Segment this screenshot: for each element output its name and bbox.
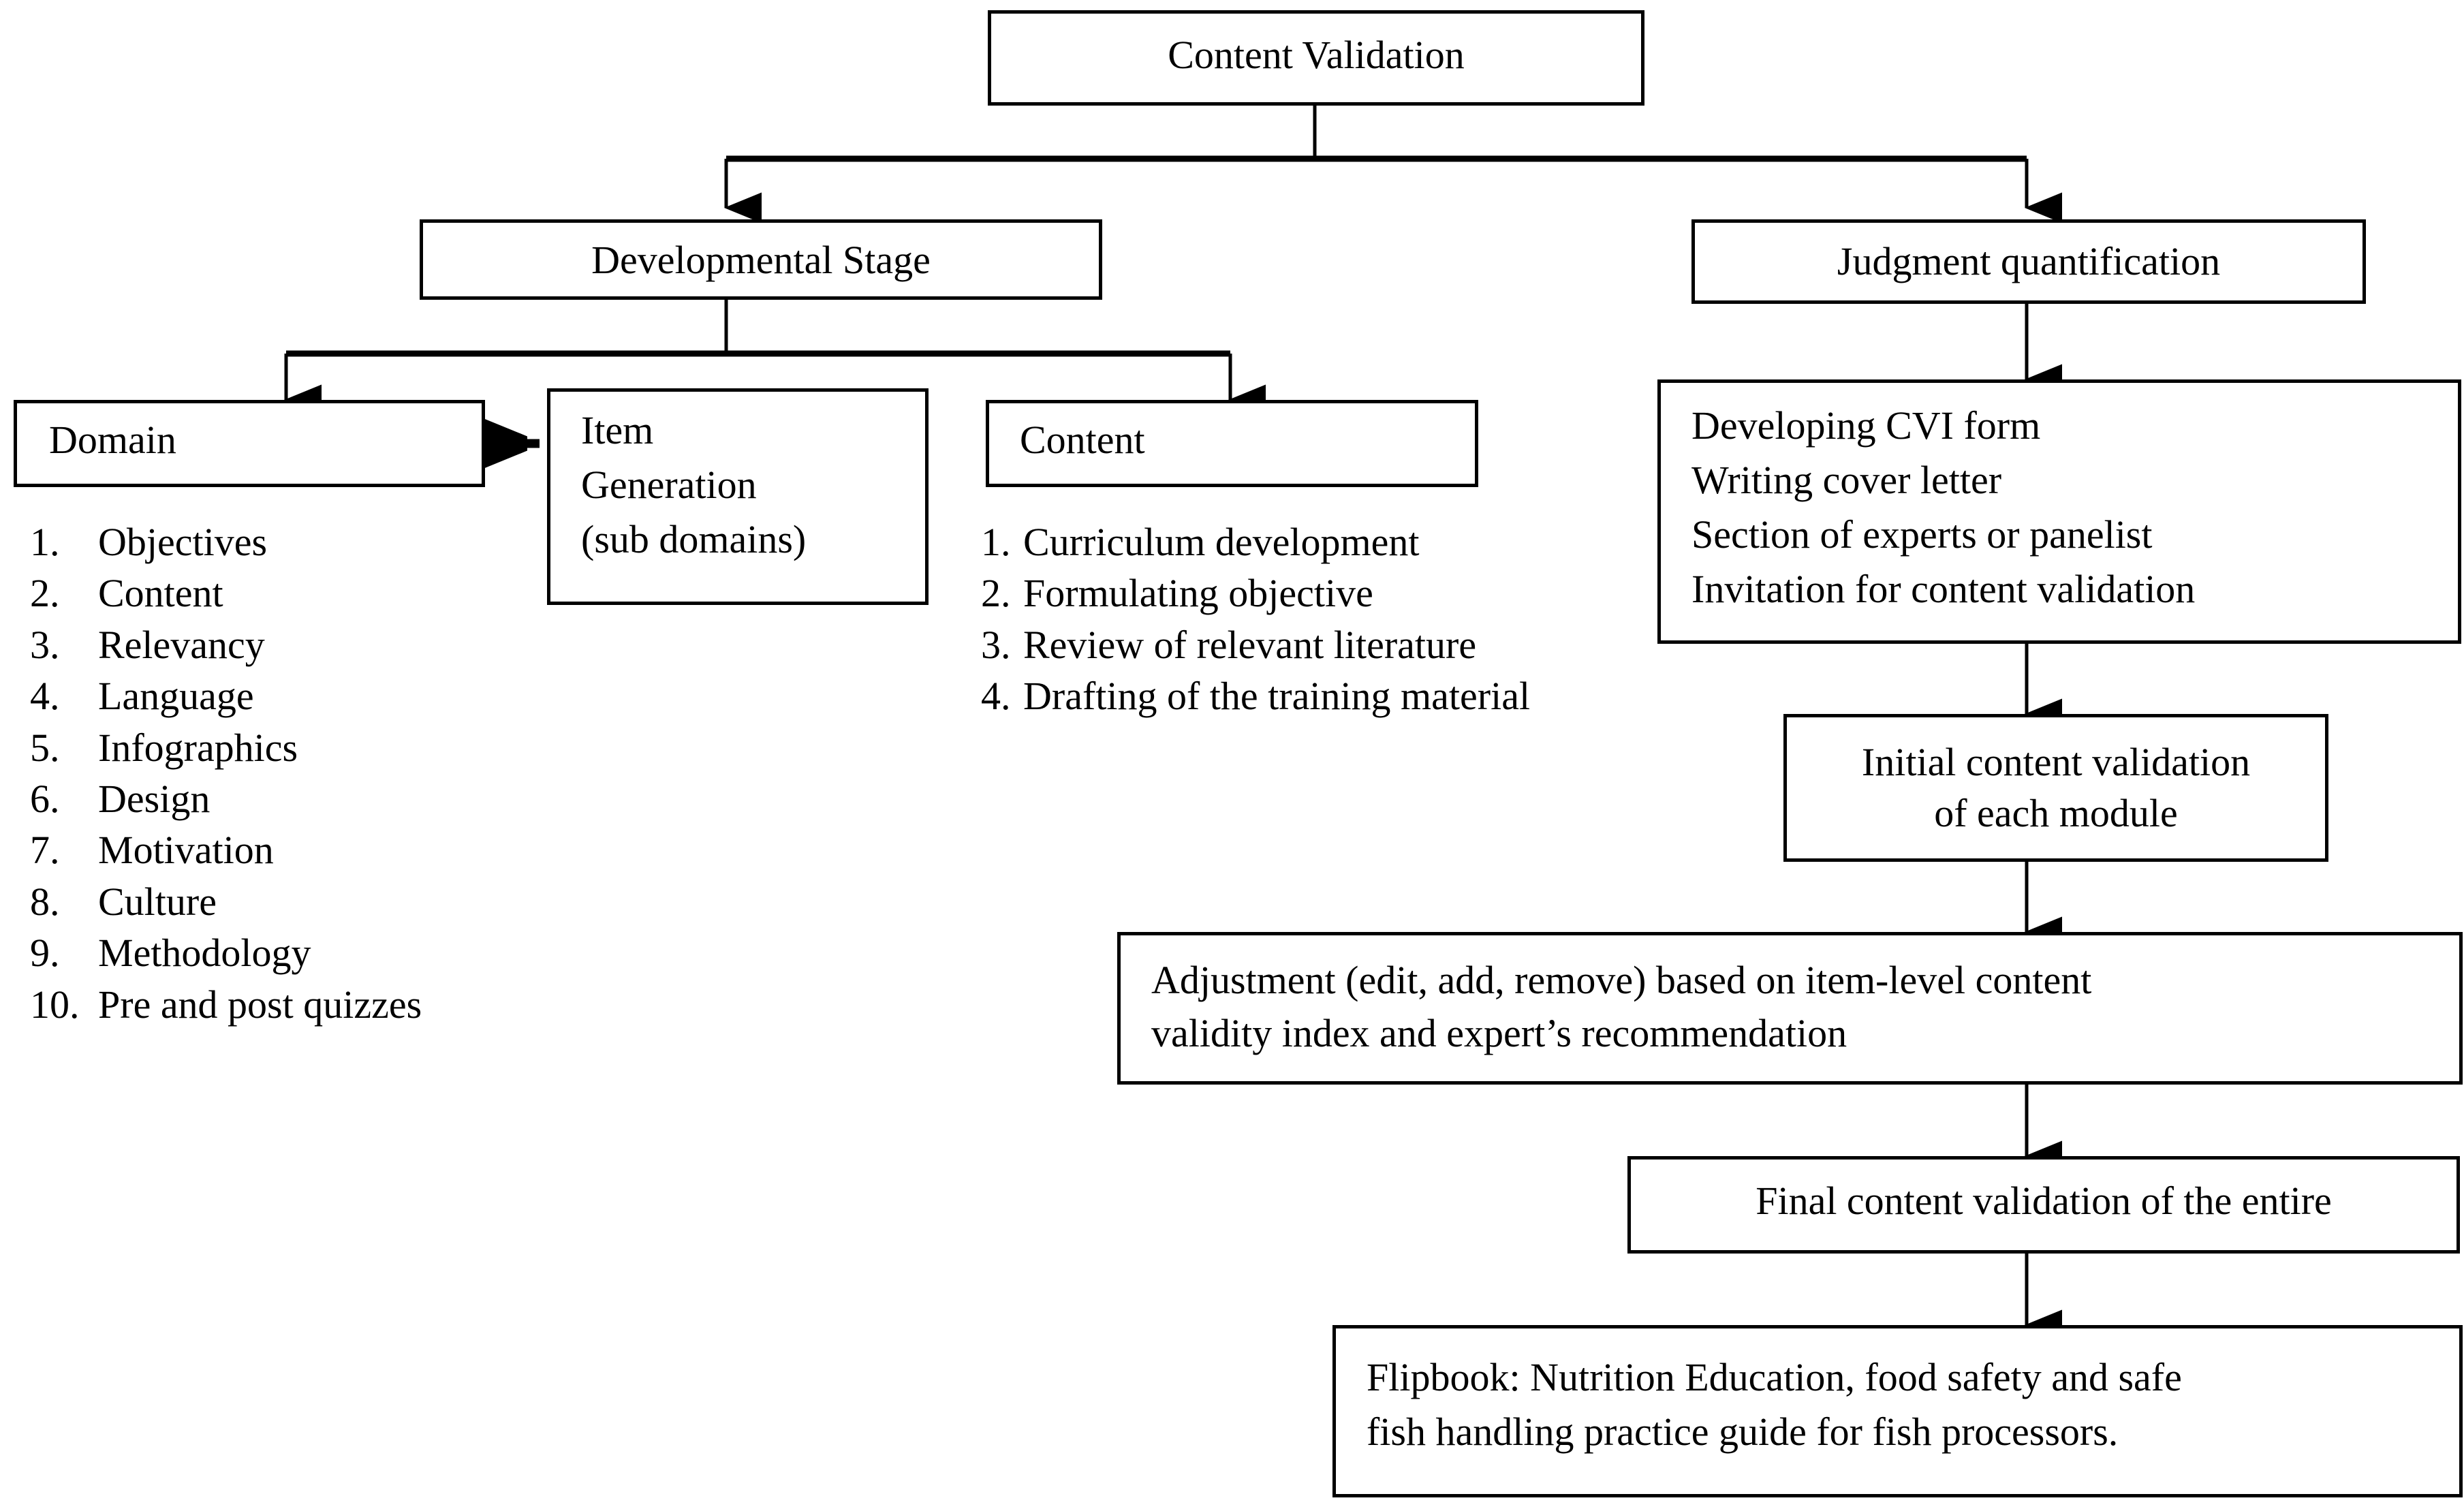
content-item-list: 1. Curriculum development 2. Formulating… — [981, 516, 1703, 722]
list-item-label: Relevancy — [98, 622, 265, 667]
list-item-number: 2. — [981, 571, 1011, 616]
list-item-label: Curriculum development — [1023, 520, 1420, 564]
node-adjustment[interactable] — [1117, 932, 2463, 1085]
list-item-label: Objectives — [98, 520, 268, 564]
list-item: 1. Objectives — [30, 516, 548, 567]
node-flipbook[interactable] — [1332, 1325, 2463, 1497]
list-item-number: 9. — [30, 931, 60, 976]
node-domain[interactable] — [14, 400, 485, 487]
node-final-content-validation[interactable] — [1627, 1156, 2460, 1254]
node-adjustment-line2: validity index and expert’s recommendati… — [1151, 1011, 1847, 1055]
list-item-number: 3. — [30, 622, 60, 667]
node-cvi-form[interactable] — [1657, 379, 2461, 644]
list-item-label: Culture — [98, 879, 217, 924]
list-item-label: Pre and post quizzes — [98, 982, 422, 1027]
node-item-generation-line2: Generation — [581, 463, 757, 507]
list-item: 8. Culture — [30, 876, 548, 927]
node-developmental-stage[interactable] — [420, 219, 1102, 300]
list-item: 7. Motivation — [30, 824, 548, 875]
list-item-label: Design — [98, 776, 210, 821]
list-item-number: 6. — [30, 776, 60, 821]
list-item: 1. Curriculum development — [981, 516, 1703, 567]
node-content[interactable] — [986, 400, 1478, 487]
node-cvi-form-line1: Developing CVI form — [1691, 403, 2041, 448]
list-item: 3. Relevancy — [30, 619, 548, 670]
list-item-number: 8. — [30, 879, 60, 924]
domain-item-list: 1. Objectives 2. Content 3. Relevancy 4.… — [30, 516, 548, 1030]
list-item-number: 4. — [30, 674, 60, 719]
node-flipbook-line1: Flipbook: Nutrition Education, food safe… — [1367, 1355, 2182, 1399]
node-content-validation[interactable] — [988, 10, 1644, 106]
list-item-number: 1. — [981, 520, 1011, 564]
node-item-generation-line3: (sub domains) — [581, 517, 807, 561]
list-item-number: 10. — [30, 982, 80, 1027]
list-item: 2. Formulating objective — [981, 567, 1703, 619]
list-item: 5. Infographics — [30, 722, 548, 773]
list-item-label: Methodology — [98, 931, 311, 976]
node-judgment-quantification[interactable] — [1691, 219, 2366, 304]
list-item-label: Motivation — [98, 828, 274, 873]
list-item-number: 2. — [30, 571, 60, 616]
list-item-number: 4. — [981, 674, 1011, 719]
list-item: 3. Review of relevant literature — [981, 619, 1703, 670]
node-item-generation[interactable] — [547, 388, 929, 605]
node-final-content-validation-label: Final content validation of the entire — [1756, 1179, 2332, 1223]
node-flipbook-line2: fish handling practice guide for fish pr… — [1367, 1410, 2119, 1454]
node-item-generation-line1: Item — [581, 408, 654, 452]
node-cvi-form-line3: Section of experts or panelist — [1691, 512, 2153, 557]
list-item-label: Review of relevant literature — [1023, 622, 1477, 667]
list-item-number: 7. — [30, 828, 60, 873]
list-item: 4. Language — [30, 670, 548, 721]
list-item-number: 1. — [30, 520, 60, 564]
list-item-label: Infographics — [98, 725, 298, 770]
list-item: 4. Drafting of the training material — [981, 670, 1703, 721]
node-initial-content-validation-line2: of each module — [1934, 791, 2178, 835]
list-item: 10. Pre and post quizzes — [30, 979, 548, 1030]
list-item-label: Drafting of the training material — [1023, 674, 1531, 719]
node-initial-content-validation[interactable] — [1783, 714, 2328, 862]
node-cvi-form-line4: Invitation for content validation — [1691, 567, 2196, 611]
node-domain-label: Domain — [49, 418, 176, 462]
list-item-label: Content — [98, 571, 223, 616]
list-item-label: Language — [98, 674, 254, 719]
node-content-validation-label: Content Validation — [1168, 33, 1465, 77]
node-content-label: Content — [1020, 418, 1145, 462]
node-adjustment-line1: Adjustment (edit, add, remove) based on … — [1151, 958, 2092, 1002]
list-item: 2. Content — [30, 567, 548, 619]
node-judgment-quantification-label: Judgment quantification — [1837, 239, 2221, 283]
node-cvi-form-line2: Writing cover letter — [1691, 458, 2002, 502]
list-item-label: Formulating objective — [1023, 571, 1373, 616]
list-item-number: 5. — [30, 725, 60, 770]
node-initial-content-validation-line1: Initial content validation — [1861, 740, 2251, 784]
node-developmental-stage-label: Developmental Stage — [591, 238, 931, 282]
list-item-number: 3. — [981, 622, 1011, 667]
list-item: 6. Design — [30, 773, 548, 824]
list-item: 9. Methodology — [30, 927, 548, 978]
